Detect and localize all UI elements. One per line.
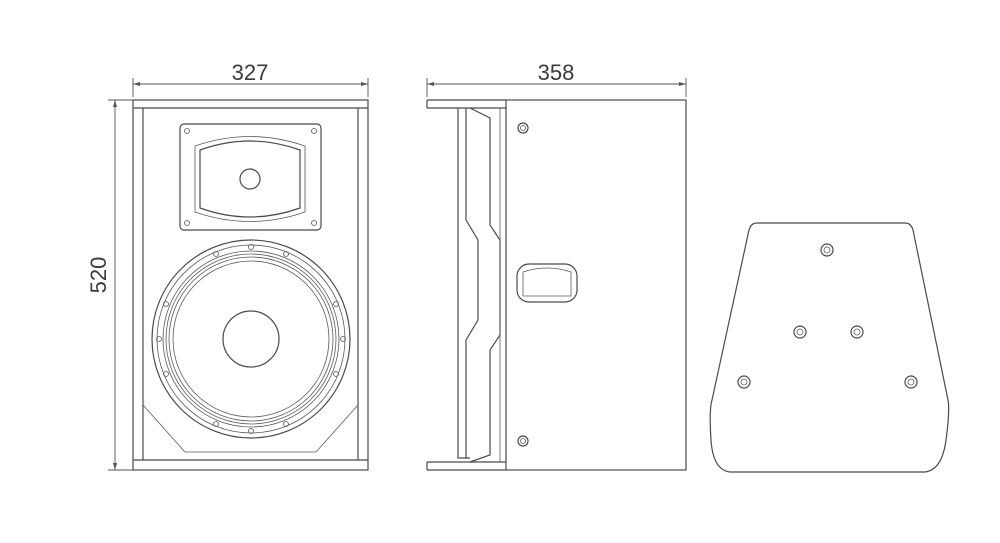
side-view	[426, 99, 687, 471]
height-label: 520	[86, 257, 111, 294]
depth-dimension: 358	[426, 60, 687, 97]
top-view	[709, 222, 950, 473]
front-view	[132, 99, 369, 471]
horn-plate	[179, 123, 322, 231]
width-dimension: 327	[132, 60, 369, 97]
height-dimension: 520	[86, 99, 133, 471]
depth-label: 358	[538, 60, 575, 85]
woofer	[151, 239, 351, 439]
width-label: 327	[232, 60, 269, 85]
